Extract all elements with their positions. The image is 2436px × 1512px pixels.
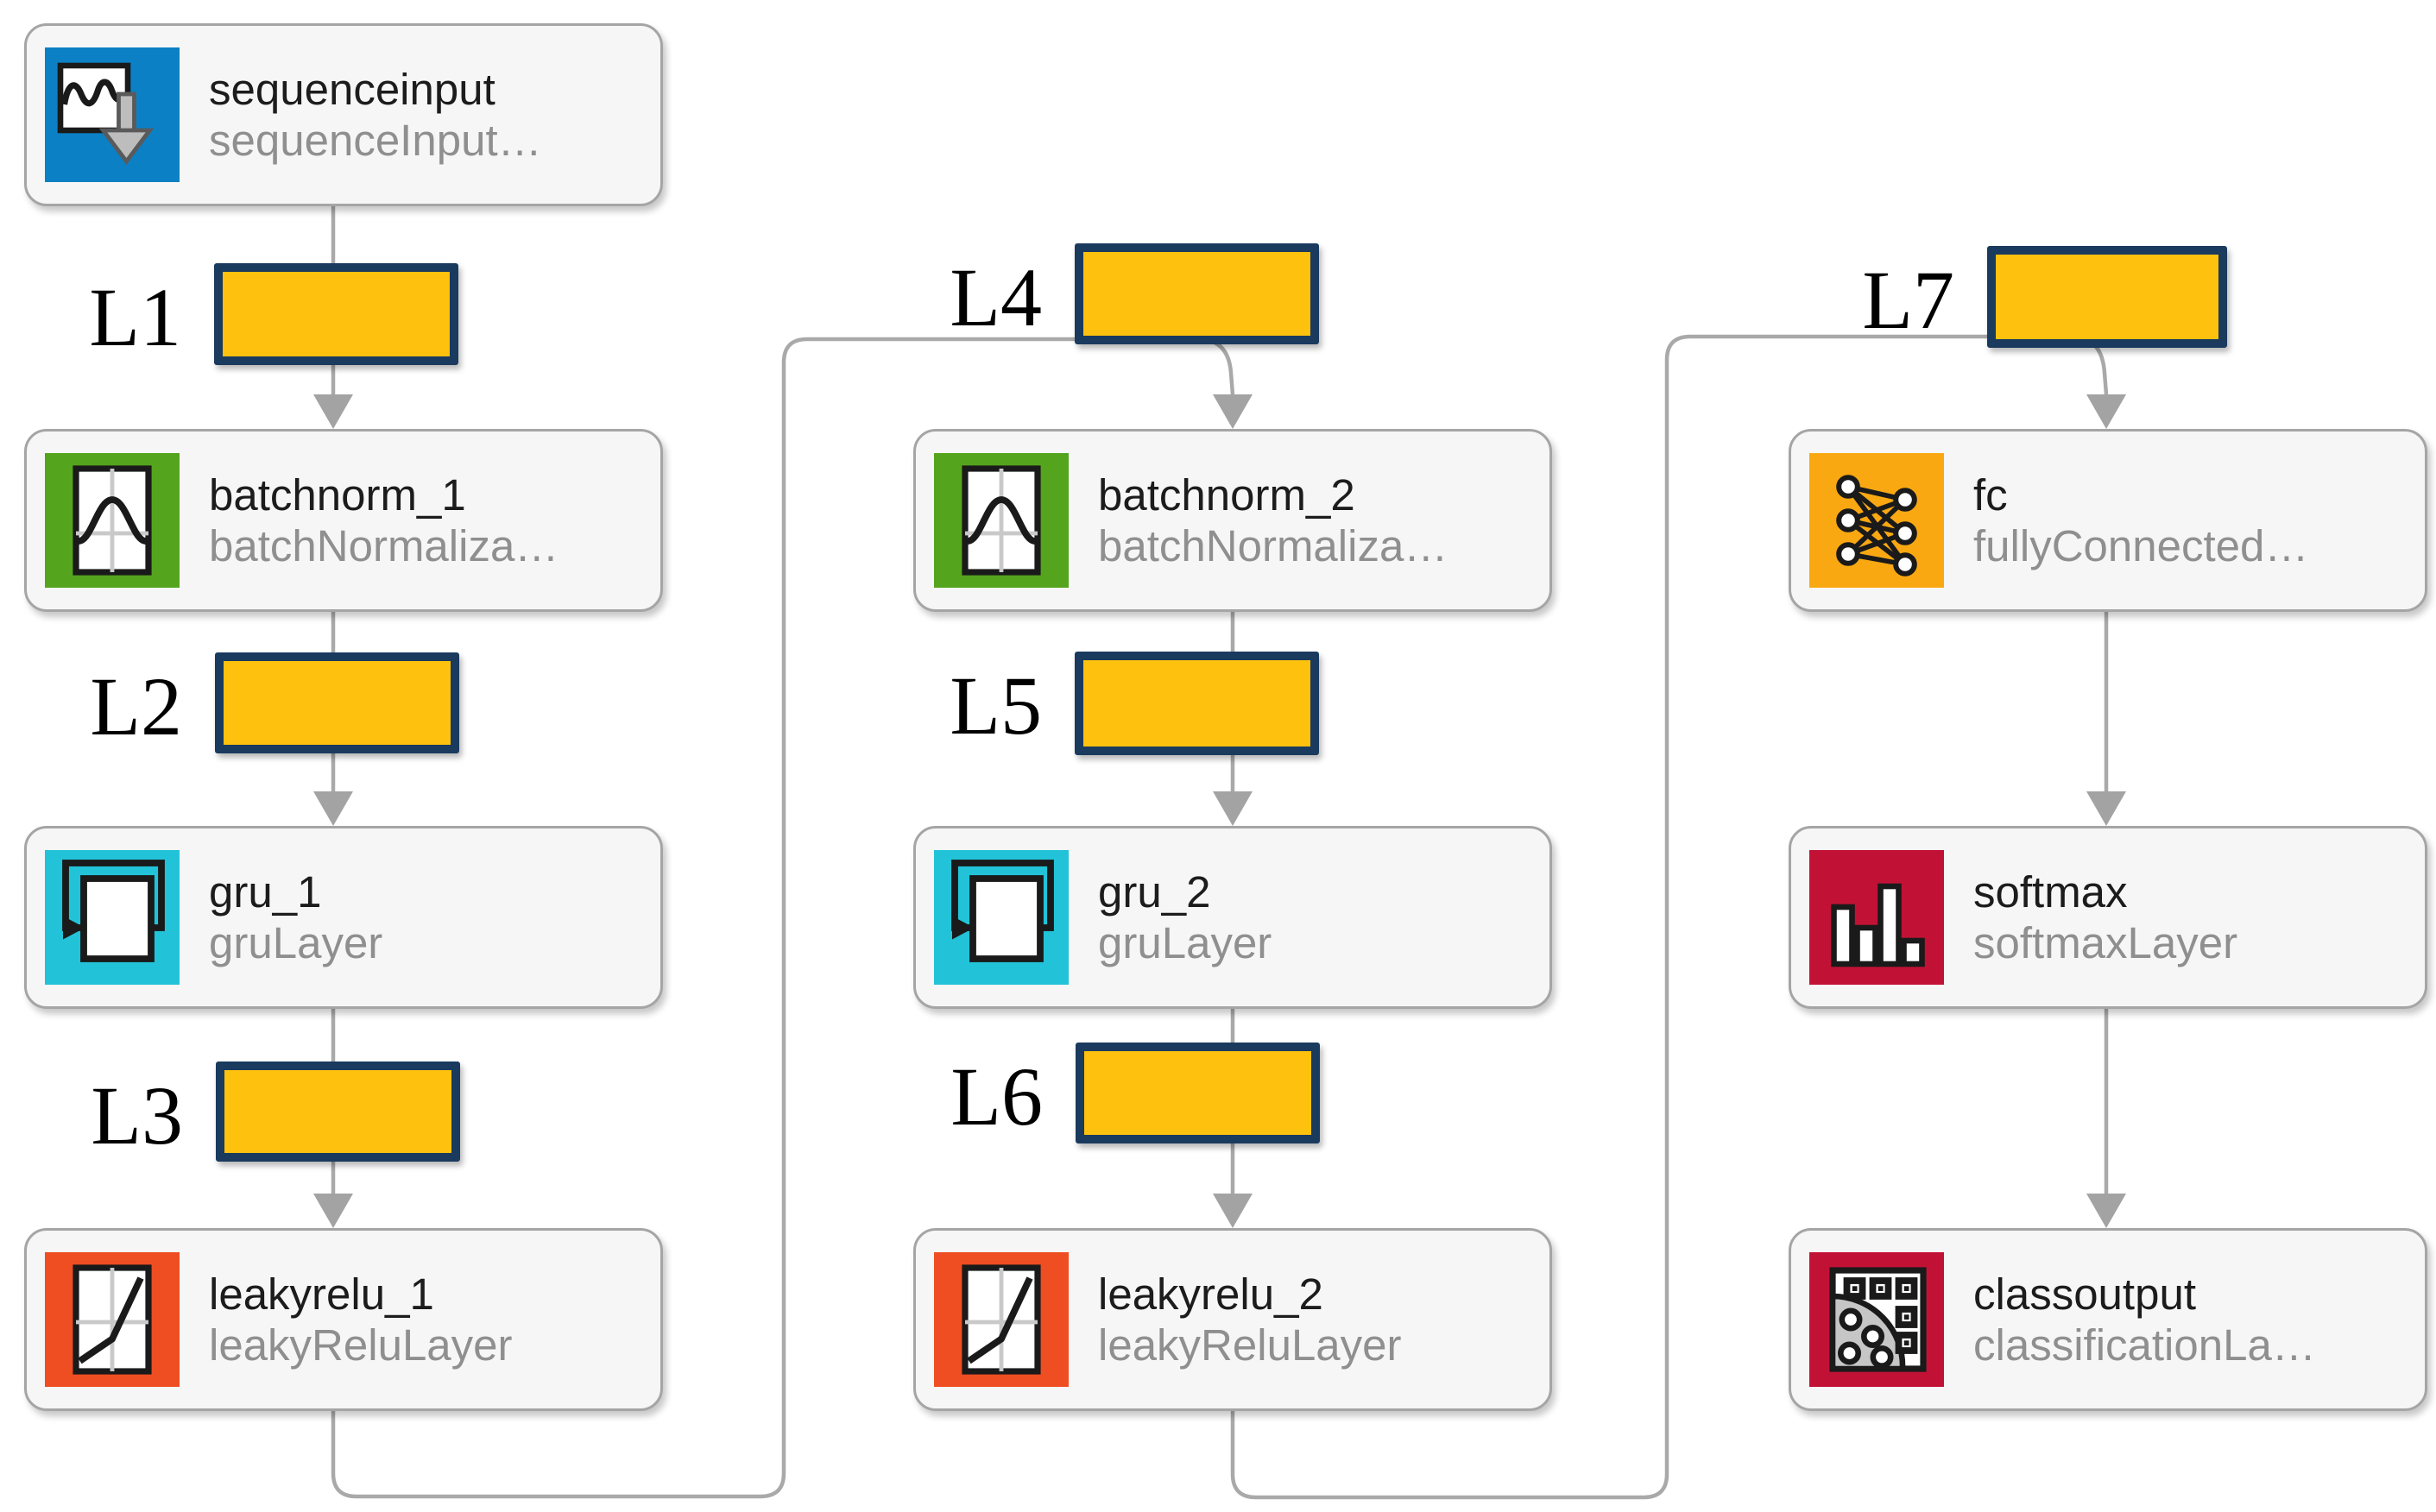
gru-icon xyxy=(45,850,180,985)
layer-type: softmaxLayer xyxy=(1973,918,2238,967)
edge-highlight-L5[interactable] xyxy=(1075,652,1319,755)
arrowheads xyxy=(313,394,2126,1228)
edge-label-L3: L3 xyxy=(91,1069,183,1162)
layer-type: batchNormaliza… xyxy=(209,521,559,570)
sequence-input-icon xyxy=(45,47,180,182)
class-output-icon xyxy=(1809,1252,1944,1387)
layer-name: fc xyxy=(1973,469,2008,520)
layer-node-leakyrelu_2[interactable]: leakyrelu_2 leakyReluLayer xyxy=(913,1228,1552,1411)
fully-connected-icon xyxy=(1809,453,1944,588)
layer-node-gru_2[interactable]: gru_2 gruLayer xyxy=(913,826,1552,1009)
edge-highlight-L1[interactable] xyxy=(214,263,458,365)
layer-name: gru_1 xyxy=(209,866,322,917)
edge-highlight-L7[interactable] xyxy=(1987,246,2227,348)
edge-label-L2: L2 xyxy=(90,660,182,753)
layer-name: gru_2 xyxy=(1098,866,1211,917)
layer-type: classificationLa… xyxy=(1973,1320,2316,1370)
edge-label-L5: L5 xyxy=(950,659,1042,752)
layer-node-softmax[interactable]: softmax softmaxLayer xyxy=(1789,826,2427,1009)
layer-name: batchnorm_2 xyxy=(1098,469,1355,520)
leaky-relu-icon xyxy=(45,1252,180,1387)
layer-type: fullyConnected… xyxy=(1973,521,2309,570)
layer-node-sequenceinput[interactable]: sequenceinput sequenceInput… xyxy=(24,23,663,206)
layer-type: gruLayer xyxy=(1098,918,1272,967)
edge-highlight-L6[interactable] xyxy=(1076,1043,1320,1143)
layer-type: gruLayer xyxy=(209,918,383,967)
layer-name: leakyrelu_1 xyxy=(209,1269,434,1319)
edge-label-L6: L6 xyxy=(950,1050,1043,1143)
layer-type: sequenceInput… xyxy=(209,116,542,165)
layer-node-batchnorm_2[interactable]: batchnorm_2 batchNormaliza… xyxy=(913,429,1552,612)
layer-name: sequenceinput xyxy=(209,64,495,114)
layer-type: batchNormaliza… xyxy=(1098,521,1448,570)
layer-name: classoutput xyxy=(1973,1269,2196,1319)
layer-node-batchnorm_1[interactable]: batchnorm_1 batchNormaliza… xyxy=(24,429,663,612)
layer-type: leakyReluLayer xyxy=(209,1320,513,1370)
edge-label-L4: L4 xyxy=(950,251,1042,343)
leaky-relu-icon xyxy=(934,1252,1069,1387)
layer-name: batchnorm_1 xyxy=(209,469,466,520)
batch-norm-icon xyxy=(934,453,1069,588)
layer-node-fc[interactable]: fc fullyConnected… xyxy=(1789,429,2427,612)
batch-norm-icon xyxy=(45,453,180,588)
edge-highlight-L3[interactable] xyxy=(216,1062,460,1162)
layer-name: softmax xyxy=(1973,866,2128,917)
layer-node-classoutput[interactable]: classoutput classificationLa… xyxy=(1789,1228,2427,1411)
edge-highlight-L2[interactable] xyxy=(215,652,459,753)
layer-node-gru_1[interactable]: gru_1 gruLayer xyxy=(24,826,663,1009)
edge-label-L1: L1 xyxy=(89,271,181,363)
layer-name: leakyrelu_2 xyxy=(1098,1269,1323,1319)
layer-type: leakyReluLayer xyxy=(1098,1320,1402,1370)
gru-icon xyxy=(934,850,1069,985)
layer-node-leakyrelu_1[interactable]: leakyrelu_1 leakyReluLayer xyxy=(24,1228,663,1411)
edge-highlight-L4[interactable] xyxy=(1075,243,1319,344)
softmax-icon xyxy=(1809,850,1944,985)
edge-label-L7: L7 xyxy=(1862,254,1954,346)
